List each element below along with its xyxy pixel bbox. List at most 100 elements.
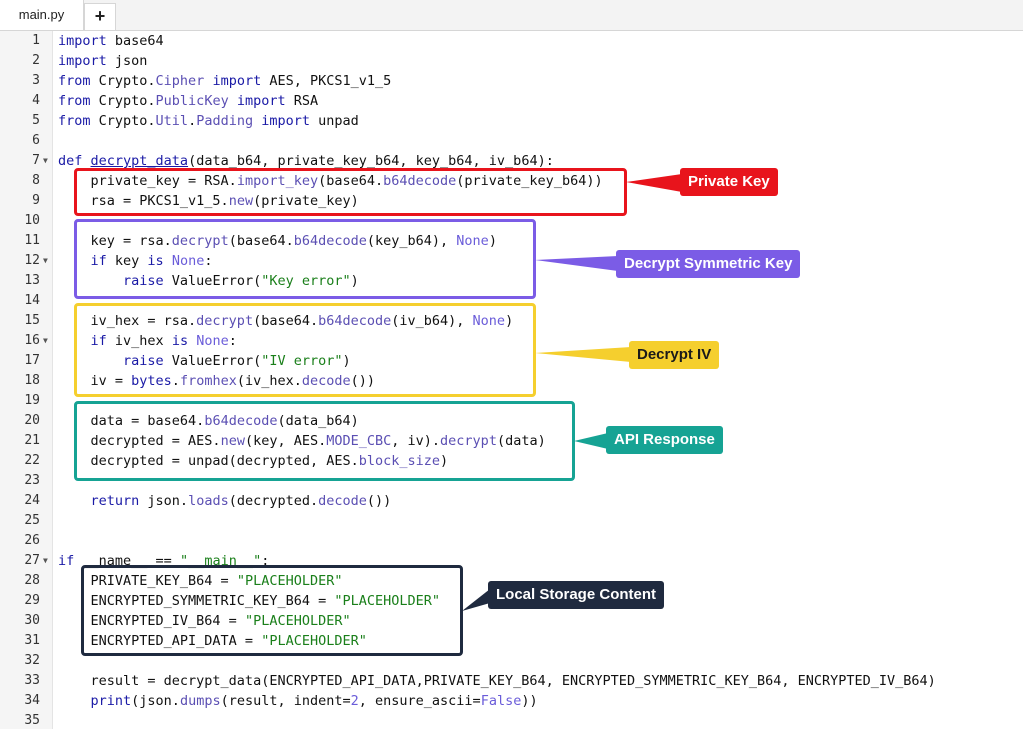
code-line[interactable]: 28 PRIVATE_KEY_B64 = "PLACEHOLDER" (0, 571, 1023, 591)
highlight-decrypt-symmetric-key (74, 219, 536, 299)
add-tab-button[interactable]: + (84, 3, 116, 30)
fold-chevron-icon[interactable]: ▼ (43, 256, 48, 265)
code-line[interactable]: 27▼if __name__ == "__main__": (0, 551, 1023, 571)
tab-main-py[interactable]: main.py (0, 0, 84, 30)
code-text: import json (58, 53, 148, 69)
code-text: if iv_hex is None: (90, 333, 237, 349)
line-number: 19 (24, 393, 40, 408)
line-number: 33 (24, 673, 40, 688)
code-line[interactable]: 24 return json.loads(decrypted.decode()) (0, 491, 1023, 511)
line-number: 3 (32, 73, 40, 88)
code-line[interactable]: 11 key = rsa.decrypt(base64.b64decode(ke… (0, 231, 1023, 251)
code-text: import base64 (58, 33, 164, 49)
line-number: 8 (32, 173, 40, 188)
code-text: return json.loads(decrypted.decode()) (90, 493, 392, 509)
code-text: from Crypto.Cipher import AES, PKCS1_v1_… (58, 73, 392, 89)
code-line[interactable]: 25 (0, 511, 1023, 531)
label-decrypt-iv: Decrypt IV (629, 341, 720, 369)
code-text: result = decrypt_data(ENCRYPTED_API_DATA… (58, 673, 936, 689)
code-text: if key is None: (90, 253, 213, 269)
code-line[interactable]: 15 iv_hex = rsa.decrypt(base64.b64decode… (0, 311, 1023, 331)
code-line[interactable]: 19 (0, 391, 1023, 411)
line-number: 24 (24, 493, 40, 508)
code-text: ENCRYPTED_IV_B64 = "PLACEHOLDER" (58, 613, 351, 629)
code-line[interactable]: 14 (0, 291, 1023, 311)
code-text: ENCRYPTED_SYMMETRIC_KEY_B64 = "PLACEHOLD… (58, 593, 441, 609)
code-line[interactable]: 8 private_key = RSA.import_key(base64.b6… (0, 171, 1023, 191)
code-line[interactable]: 35 (0, 711, 1023, 731)
code-line[interactable]: 16▼ if iv_hex is None: (0, 331, 1023, 351)
line-number: 20 (24, 413, 40, 428)
line-number: 28 (24, 573, 40, 588)
line-number: 17 (24, 353, 40, 368)
code-text: decrypted = unpad(decrypted, AES.block_s… (58, 453, 449, 469)
code-line[interactable]: 18 iv = bytes.fromhex(iv_hex.decode()) (0, 371, 1023, 391)
line-number: 35 (24, 713, 40, 728)
line-number: 26 (24, 533, 40, 548)
code-text: ENCRYPTED_API_DATA = "PLACEHOLDER" (58, 633, 367, 649)
code-text: rsa = PKCS1_v1_5.new(private_key) (58, 193, 359, 209)
code-text: from Crypto.PublicKey import RSA (58, 93, 319, 109)
code-text: iv = bytes.fromhex(iv_hex.decode()) (58, 373, 376, 389)
line-number: 7 (32, 153, 40, 168)
line-number: 18 (24, 373, 40, 388)
fold-chevron-icon[interactable]: ▼ (43, 336, 48, 345)
code-line[interactable]: 5 from Crypto.Util.Padding import unpad (0, 111, 1023, 131)
code-text: private_key = RSA.import_key(base64.b64d… (58, 173, 603, 189)
line-number: 14 (24, 293, 40, 308)
code-line[interactable]: 21 decrypted = AES.new(key, AES.MODE_CBC… (0, 431, 1023, 451)
line-number: 1 (32, 33, 40, 48)
code-line[interactable]: 12▼ if key is None: (0, 251, 1023, 271)
line-number: 10 (24, 213, 40, 228)
code-line[interactable]: 10 (0, 211, 1023, 231)
line-number: 31 (24, 633, 40, 648)
code-line[interactable]: 34 print(json.dumps(result, indent=2, en… (0, 691, 1023, 711)
code-line[interactable]: 13 raise ValueError("Key error") (0, 271, 1023, 291)
line-number: 9 (32, 193, 40, 208)
line-number: 5 (32, 113, 40, 128)
line-number: 27 (24, 553, 40, 568)
fold-chevron-icon[interactable]: ▼ (43, 156, 48, 165)
code-line[interactable]: 29 ENCRYPTED_SYMMETRIC_KEY_B64 = "PLACEH… (0, 591, 1023, 611)
label-local-storage-content: Local Storage Content (488, 581, 665, 609)
code-line[interactable]: 32 (0, 651, 1023, 671)
pointer-decrypt-iv (535, 347, 631, 362)
code-line[interactable]: 9 rsa = PKCS1_v1_5.new(private_key) (0, 191, 1023, 211)
line-number-gutter (0, 31, 53, 729)
highlight-private-key (74, 168, 627, 216)
tab-bar: main.py + (0, 0, 1023, 31)
code-line[interactable]: 1 import base64 (0, 31, 1023, 51)
code-line[interactable]: 26 (0, 531, 1023, 551)
code-text: key = rsa.decrypt(base64.b64decode(key_b… (58, 233, 497, 249)
code-line[interactable]: 6 (0, 131, 1023, 151)
code-text: from Crypto.Util.Padding import unpad (58, 113, 359, 129)
highlight-api-response (74, 401, 575, 481)
code-line[interactable]: 33 result = decrypt_data(ENCRYPTED_API_D… (0, 671, 1023, 691)
line-number: 15 (24, 313, 40, 328)
pointer-api-response (574, 433, 608, 449)
code-text: data = base64.b64decode(data_b64) (58, 413, 359, 429)
code-line[interactable]: 31 ENCRYPTED_API_DATA = "PLACEHOLDER" (0, 631, 1023, 651)
label-api-response: API Response (606, 426, 723, 454)
code-line[interactable]: 20 data = base64.b64decode(data_b64) (0, 411, 1023, 431)
code-line[interactable]: 17 raise ValueError("IV error") (0, 351, 1023, 371)
code-line[interactable]: 7▼def decrypt_data(data_b64, private_key… (0, 151, 1023, 171)
highlight-local-storage (81, 565, 463, 656)
code-text: decrypted = AES.new(key, AES.MODE_CBC, i… (58, 433, 546, 449)
line-number: 21 (24, 433, 40, 448)
code-line[interactable]: 23 (0, 471, 1023, 491)
pointer-decrypt-symmetric-key (535, 256, 618, 271)
code-text: raise ValueError("IV error") (123, 353, 351, 369)
label-private-key: Private Key (680, 168, 778, 196)
code-text: iv_hex = rsa.decrypt(base64.b64decode(iv… (58, 313, 514, 329)
code-line[interactable]: 30 ENCRYPTED_IV_B64 = "PLACEHOLDER" (0, 611, 1023, 631)
code-text: print(json.dumps(result, indent=2, ensur… (90, 693, 538, 709)
code-line[interactable]: 3 from Crypto.Cipher import AES, PKCS1_v1… (0, 71, 1023, 91)
code-line[interactable]: 22 decrypted = unpad(decrypted, AES.bloc… (0, 451, 1023, 471)
line-number: 12 (24, 253, 40, 268)
fold-chevron-icon[interactable]: ▼ (43, 556, 48, 565)
